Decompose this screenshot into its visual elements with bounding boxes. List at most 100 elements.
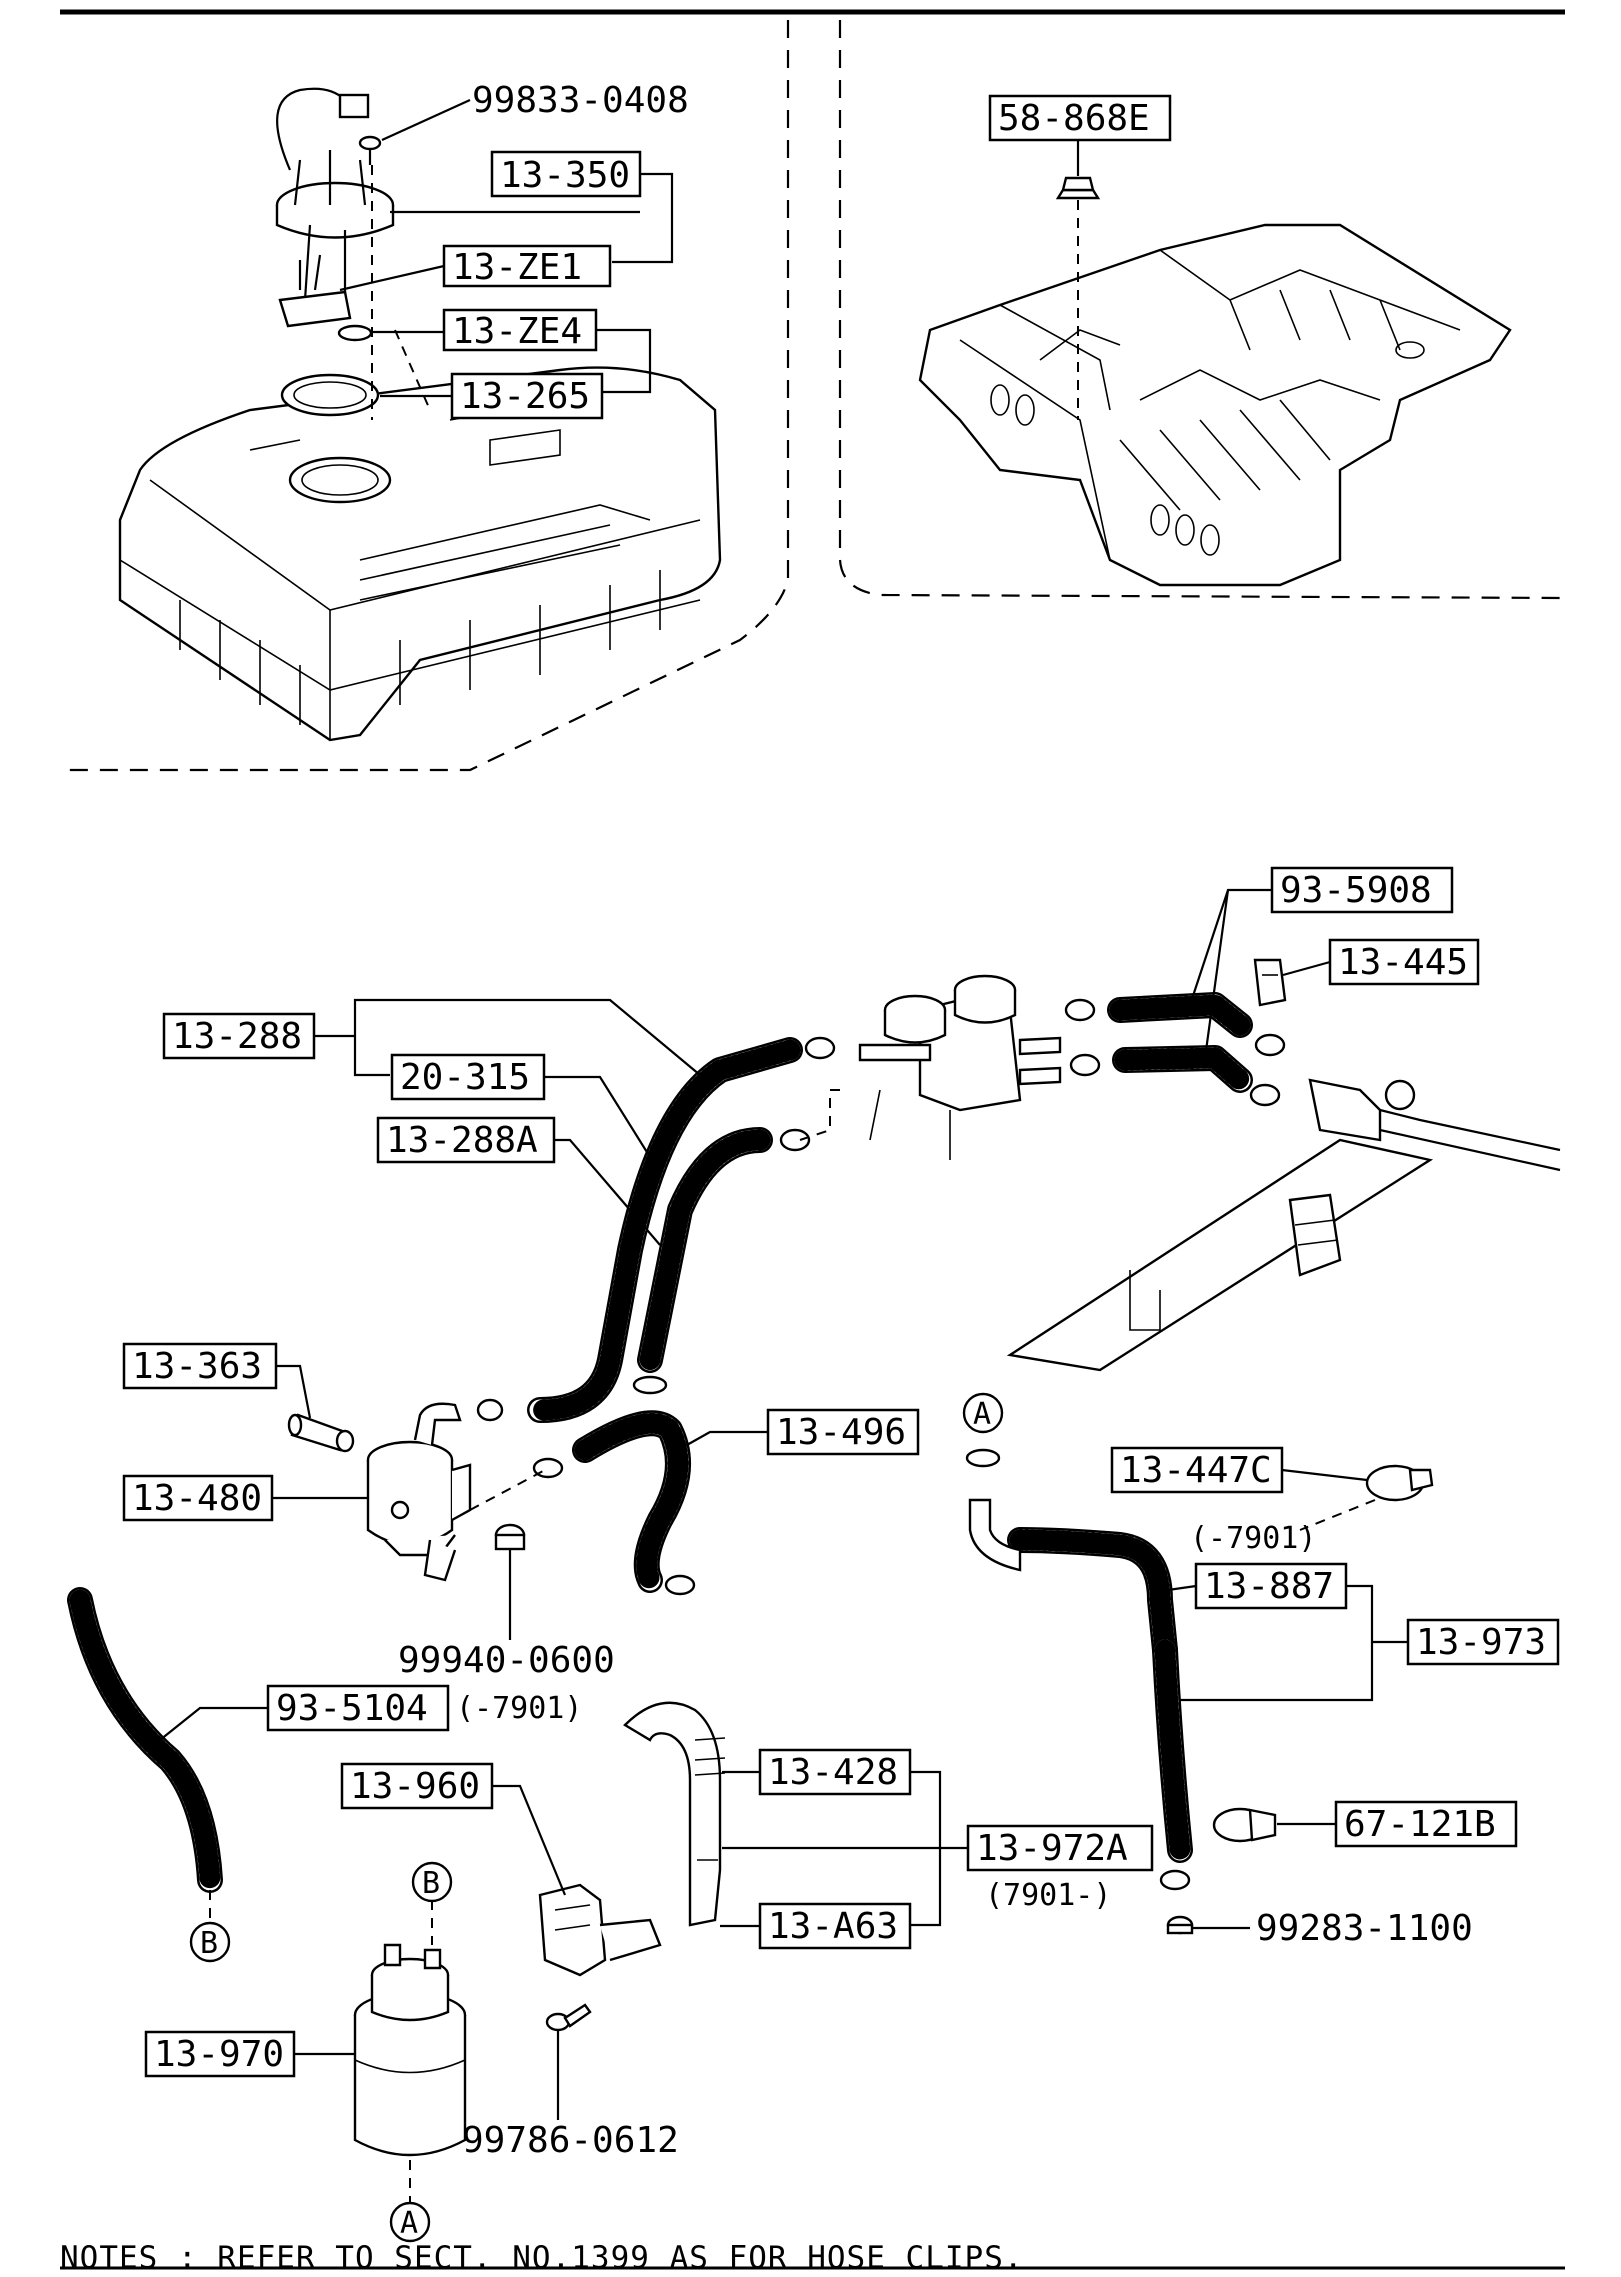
label-99283-1100: 99283-1100 [1256,1908,1473,1949]
label-13-350: 13-350 [500,155,630,196]
bolt-99786-0612 [545,2003,592,2032]
canister-13-970 [353,1943,467,2157]
leader-13-363 [276,1364,312,1419]
box-13-428 [758,1748,912,1796]
box-13-445 [1328,938,1480,986]
label-13-480: 13-480 [132,1478,262,1519]
clip-13-445 [1253,958,1287,1007]
connector-b-left [189,1921,231,1963]
box-13-ZE1 [442,244,612,288]
fuel-tank [118,366,722,742]
label-13-445: 13-445 [1338,942,1468,983]
tank-ring-gasket [280,373,380,417]
leader-13-887 [1167,1584,1197,1592]
leader-13-350 [612,172,674,264]
box-13-288 [162,1012,316,1060]
label-93-5104: 93-5104 [276,1688,428,1729]
hose-93-5908-lower [1112,1045,1253,1093]
leader-13-288A [554,1138,661,1246]
label-58-868E: 58-868E [998,98,1150,139]
floor-pan [918,223,1512,587]
leader-13-972A [722,1770,968,1927]
box-13-972A [966,1824,1154,1872]
leader-20-315 [544,1075,656,1166]
box-13-973 [1406,1618,1560,1666]
leader-99833-0408 [381,98,471,142]
label-93-5104-note: (-7901) [456,1691,582,1726]
leader-13-973 [1180,1584,1408,1702]
leader-93-5908 [1188,888,1272,1059]
assembly-dash-filter [469,1469,546,1511]
hose-13-496 [572,1410,691,1593]
label-13-972A-note: (7901-) [985,1878,1111,1913]
notes-text: NOTES : REFER TO SECT. NO.1399 AS FOR HO… [60,2240,1024,2276]
label-20-315: 20-315 [400,1057,530,1098]
valve-13-363 [287,1413,355,1453]
connector-a-bottom [389,2201,431,2243]
assembly-dash-valve [799,1089,840,1141]
check-valve-assembly [858,974,1062,1160]
leader-13-288 [314,998,701,1077]
leader-13-496 [677,1430,768,1451]
label-13-960: 13-960 [350,1766,480,1807]
clip-a-top [965,1448,1001,1468]
label-13-288: 13-288 [172,1016,302,1057]
hose-13-972A [623,1701,726,1927]
pipe-a-connector [968,1498,1022,1572]
label-13-428: 13-428 [768,1752,898,1793]
connector-a-bottom-label: A [400,2206,418,2241]
label-13-288A: 13-288A [386,1120,538,1161]
label-99940-0600: 99940-0600 [398,1640,615,1681]
frame-rail [1006,1138,1434,1372]
bracket-13-960 [538,1883,662,1977]
clip-67-121B [1212,1807,1277,1843]
label-13-496: 13-496 [776,1412,906,1453]
label-99833-0408: 99833-0408 [472,80,689,121]
tank-ring-gasket-inner [293,381,367,409]
box-93-5908 [1270,866,1454,914]
label-67-121B: 67-121B [1344,1804,1496,1845]
fuel-pump-assembly [275,87,395,328]
label-13-972A: 13-972A [976,1828,1128,1869]
connector-b-left-label: B [200,1926,218,1961]
leader-93-5104 [159,1706,268,1741]
cap-99283-1100 [1166,1915,1194,1935]
label-13-447C-note: (-7901) [1190,1521,1316,1556]
label-13-265: 13-265 [460,376,590,417]
pipe-junction [1308,1078,1561,1172]
filter-13-480 [366,1402,472,1582]
hose-93-5908-upper [1107,992,1253,1038]
connector-b-top-label: B [422,1866,440,1901]
leader-13-960 [492,1784,567,1896]
label-13-973: 13-973 [1416,1622,1546,1663]
screw-99833-0408 [358,135,382,165]
fuel-tank-region-border [65,20,790,772]
box-13-265 [450,372,604,420]
nut-99940-0600 [494,1523,526,1551]
box-13-970 [144,2030,296,2078]
hose-13-973-lower [1152,1637,1193,1863]
connector-a-top-label: A [973,1397,991,1432]
box-13-350 [490,150,642,198]
leader-13-447C [1281,1468,1368,1482]
connector-b-top [411,1861,453,1903]
hose-13-887 [1007,1527,1178,1663]
clip-13-447C [1365,1464,1434,1502]
hose-13-288A [637,1127,773,1373]
box-13-960 [340,1762,494,1810]
box-20-315 [390,1053,546,1101]
box-13-887 [1194,1562,1348,1610]
label-13-887: 13-887 [1204,1566,1334,1607]
floor-region-border [838,20,1566,600]
hose-clips [476,998,1286,1891]
label-13-970: 13-970 [154,2034,284,2075]
leader-13-ZE1 [339,264,445,292]
hose-13-288 [527,1037,803,1423]
label-93-5908: 93-5908 [1280,870,1432,911]
box-13-363 [122,1342,278,1390]
label-99786-0612: 99786-0612 [462,2120,679,2161]
hose-93-5104 [67,1587,223,1893]
box-13-ZE4 [442,308,598,352]
label-13-A63: 13-A63 [768,1906,898,1947]
